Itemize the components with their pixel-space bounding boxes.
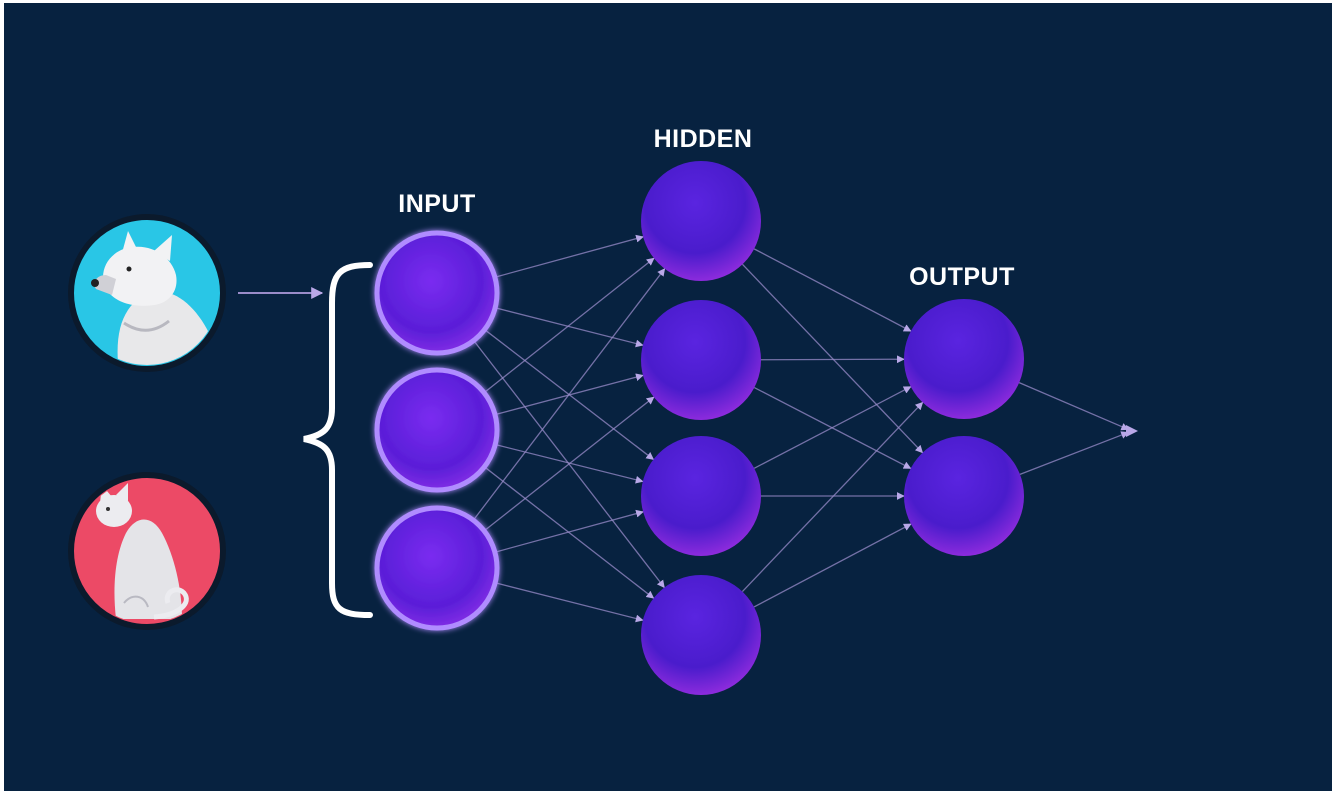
connection-input3-hidden2	[483, 396, 655, 532]
cat-icon	[68, 472, 226, 630]
connection-input1-hidden2	[494, 307, 644, 348]
connection-hidden4-output2	[753, 523, 912, 608]
output-neuron-1	[904, 299, 1024, 419]
connection-hidden2-output1	[760, 355, 905, 364]
hidden-neuron-4	[641, 575, 761, 695]
output-layer-label: OUTPUT	[909, 263, 1015, 291]
output-arrowhead	[1126, 425, 1138, 437]
neurons	[374, 161, 1024, 695]
connection-hidden1-output1	[753, 248, 912, 332]
diagram-frame: INPUT HIDDEN OUTPUT	[4, 3, 1332, 791]
connection-input2-hidden1	[483, 257, 655, 394]
input-neuron-3	[374, 505, 500, 631]
connection-input3-hidden4	[494, 582, 644, 623]
connection-output1-result	[1018, 382, 1130, 431]
output-neuron-2	[904, 436, 1024, 556]
connections	[472, 234, 1130, 623]
input-neuron-2	[374, 367, 500, 493]
input-layer-label: INPUT	[398, 190, 476, 218]
connection-input2-hidden3	[495, 443, 644, 484]
hidden-neuron-2	[641, 300, 761, 420]
connection-hidden1-output2	[742, 263, 924, 454]
dog-icon	[68, 214, 226, 372]
neural-network-diagram: INPUT HIDDEN OUTPUT	[68, 125, 1138, 695]
input-neuron-1	[374, 230, 500, 356]
connection-input1-hidden1	[494, 234, 644, 278]
hidden-neuron-3	[641, 436, 761, 556]
connection-output2-result	[1019, 431, 1129, 475]
connection-input3-hidden3	[494, 509, 644, 553]
input-brace	[303, 262, 373, 618]
connection-hidden3-output1	[753, 386, 912, 469]
connection-input3-hidden1	[472, 268, 666, 521]
connection-hidden4-output1	[741, 401, 924, 593]
hidden-neuron-1	[641, 161, 761, 281]
hidden-layer-label: HIDDEN	[654, 125, 753, 153]
